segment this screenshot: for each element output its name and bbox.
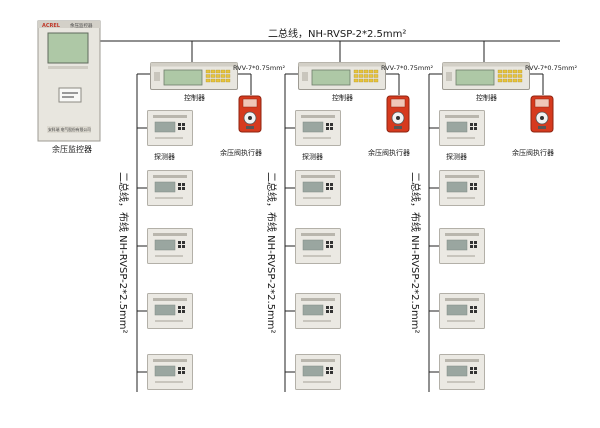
detector-device [147,293,193,329]
actuator-device [238,95,262,133]
controller-label: 控制器 [476,93,497,102]
detector-device [439,293,485,329]
detector-device [295,110,341,146]
detector-label: 探测器 [154,152,175,161]
actuator-label: 余压阀执行器 [512,148,554,157]
branch-cable-label: RVV-7*0.75mm² [233,64,286,72]
main-bus-label: 二总线，NH-RVSP-2*2.5mm² [268,27,406,40]
actuator-device [386,95,410,133]
controller-unit [442,62,530,90]
detector-device [439,228,485,264]
branch-cable-label: RVV-7*0.75mm² [381,64,434,72]
controller-label: 控制器 [184,93,205,102]
detector-device [147,170,193,206]
controller-unit [150,62,238,90]
detector-device [147,228,193,264]
vertical-bus-label: 二总线，布线 NH-RVSP-2*2.5mm² [409,172,422,334]
detector-device [147,110,193,146]
monitor-header-text: 余压监控器 [70,22,93,29]
monitor-brand: ACREL [42,23,61,29]
controller-label: 控制器 [332,93,353,102]
controller-unit [298,62,386,90]
monitor-cabinet: ACREL 余压监控器 安科瑞 电气股份有限公司 [37,20,101,142]
detector-label: 探测器 [302,152,323,161]
detector-device [439,170,485,206]
vertical-bus-label: 二总线，布线 NH-RVSP-2*2.5mm² [265,172,278,334]
monitor-plate-text: 安科瑞 电气股份有限公司 [48,127,91,132]
detector-device [147,354,193,390]
detector-device [439,354,485,390]
detector-label: 探测器 [446,152,467,161]
detector-device [295,293,341,329]
detector-device [295,170,341,206]
detector-device [295,228,341,264]
actuator-device [530,95,554,133]
actuator-label: 余压阀执行器 [220,148,262,157]
vertical-bus-label: 二总线，布线 NH-RVSP-2*2.5mm² [117,172,130,334]
branch-cable-label: RVV-7*0.75mm² [525,64,578,72]
monitor-label: 余压监控器 [52,144,92,154]
detector-device [295,354,341,390]
detector-device [439,110,485,146]
actuator-label: 余压阀执行器 [368,148,410,157]
